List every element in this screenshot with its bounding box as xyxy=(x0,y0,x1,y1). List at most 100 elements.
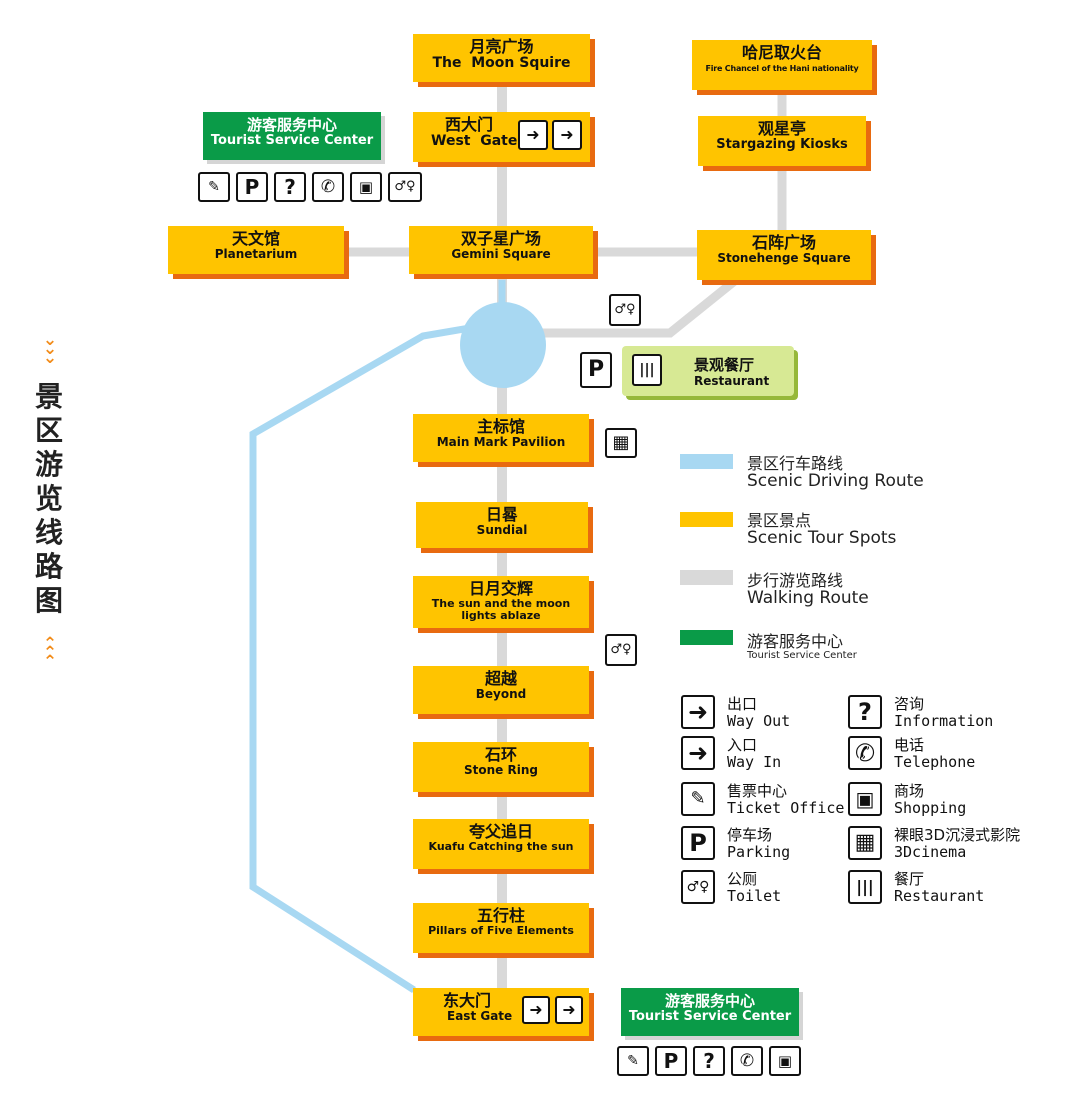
legend-icon-label-en: Information xyxy=(894,712,994,730)
exit-icon: ➜ xyxy=(522,996,550,1024)
legend-label-en: Scenic Tour Spots xyxy=(747,528,897,548)
legend-icon-label-cn: 入口 xyxy=(727,736,758,754)
spot-kuafu[interactable]: 夸父追日 Kuafu Catching the sun xyxy=(413,819,589,869)
chevron-up-icon: ⌃⌃⌃ xyxy=(42,634,58,672)
legend-icon-label-cn: 出口 xyxy=(727,695,758,713)
spot-name-cn: 夸父追日 xyxy=(468,822,533,841)
service-name-cn: 游客服务中心 xyxy=(246,116,337,134)
legend-icon-label-cn: 售票中心 xyxy=(727,782,788,800)
legend-icon-label-en: Telephone xyxy=(894,753,976,771)
legend-icon-label-en: Shopping xyxy=(894,799,967,817)
spot-name-en: Fire Chancel of the Hani nationality xyxy=(705,63,859,73)
legend-icon-label-en: Ticket Office xyxy=(727,799,845,817)
legend-icon-label-en: Toilet xyxy=(727,887,782,905)
legend-icon-label-cn: 公厕 xyxy=(727,870,758,888)
toilet-icon: ♂♀ xyxy=(609,294,641,326)
spot-sundial[interactable]: 日晷 Sundial xyxy=(416,502,588,548)
legend-label-cn: 步行游览路线 xyxy=(747,571,844,590)
spot-name-en: Beyond xyxy=(475,686,527,701)
service-name-en: Tourist Service Center xyxy=(210,133,374,149)
legend-icon-label-cn: 咨询 xyxy=(894,695,925,713)
legend-swatch-driving xyxy=(680,454,733,469)
spot-name-en: Pillars of Five Elements xyxy=(428,923,574,937)
tourist-service-center-top[interactable]: 游客服务中心 Tourist Service Center xyxy=(203,112,381,160)
tourist-service-center-bottom[interactable]: 游客服务中心 Tourist Service Center xyxy=(621,988,799,1036)
toilet-icon: ♂♀ xyxy=(681,870,715,904)
legend-label-cn: 游客服务中心 xyxy=(747,632,844,651)
toilet-icon: ♂♀ xyxy=(388,172,422,202)
ticket-icon: ✎ xyxy=(617,1046,649,1076)
entrance-icon: ➜ xyxy=(555,996,583,1024)
spot-stonehenge-square[interactable]: 石阵广场 Stonehenge Square xyxy=(697,230,871,280)
spot-name-en: Stargazing Kiosks xyxy=(716,136,848,152)
legend-label-cn: 景区景点 xyxy=(747,511,812,530)
spot-sun-and-moon[interactable]: 日月交辉 The sun and the moon lights ablaze xyxy=(413,576,589,628)
spot-name-cn: 石环 xyxy=(484,745,517,764)
spot-name-en: Planetarium xyxy=(214,246,298,261)
spot-name-cn: 天文馆 xyxy=(231,229,280,248)
spot-name-cn: 观星亭 xyxy=(757,119,806,138)
spot-name-en: Gemini Square xyxy=(451,246,551,261)
spot-name-en: Sundial xyxy=(476,522,528,537)
spot-planetarium[interactable]: 天文馆 Planetarium xyxy=(168,226,344,274)
service-name-en: Tourist Service Center xyxy=(628,1009,792,1025)
cinema-icon: ▦ xyxy=(848,826,882,860)
information-icon: ? xyxy=(693,1046,725,1076)
spot-name-cn: 东大门 xyxy=(443,991,492,1010)
spot-name-en: Kuafu Catching the sun xyxy=(428,839,574,853)
restaurant-name-en: Restaurant xyxy=(694,374,770,388)
restaurant-icon: ||| xyxy=(632,354,662,386)
spot-name-cn: 哈尼取火台 xyxy=(741,43,822,62)
telephone-icon: ✆ xyxy=(848,736,882,770)
information-icon: ? xyxy=(274,172,306,202)
legend-label-en: Walking Route xyxy=(747,588,869,608)
spot-stargazing[interactable]: 观星亭 Stargazing Kiosks xyxy=(698,116,866,166)
legend-icon-label-en: 3Dcinema xyxy=(894,843,967,861)
map-title: 景 区 游 览 线 路 图 xyxy=(34,380,64,618)
toilet-icon: ♂♀ xyxy=(605,634,637,666)
shopping-icon: ▣ xyxy=(769,1046,801,1076)
legend-icon-label-cn: 停车场 xyxy=(727,826,773,844)
spot-moon-square[interactable]: 月亮广场 The Moon Squire xyxy=(413,34,590,82)
spot-name-cn: 双子星广场 xyxy=(460,229,541,248)
map-title-char: 图 xyxy=(34,584,63,617)
spot-gemini-square[interactable]: 双子星广场 Gemini Square xyxy=(409,226,593,274)
spot-main-mark-pavilion[interactable]: 主标馆 Main Mark Pavilion xyxy=(413,414,589,462)
spot-name-cn: 月亮广场 xyxy=(469,37,534,56)
spot-five-pillars[interactable]: 五行柱 Pillars of Five Elements xyxy=(413,903,589,953)
map-title-char: 览 xyxy=(34,482,63,515)
driving-route-hub xyxy=(460,302,546,388)
legend-icon-label-en: Way Out xyxy=(727,712,791,730)
legend-icon-label-cn: 餐厅 xyxy=(894,870,925,888)
restaurant-name-cn: 景观餐厅 xyxy=(694,356,755,374)
spot-name-en: The sun and the moon lights ablaze xyxy=(431,596,571,623)
ticket-icon: ✎ xyxy=(198,172,230,202)
driving-route xyxy=(249,280,506,993)
spot-name-en: Stone Ring xyxy=(464,762,538,777)
entrance-icon: ➜ xyxy=(681,736,715,770)
service-name-cn: 游客服务中心 xyxy=(664,992,755,1010)
spot-name-cn: 五行柱 xyxy=(476,906,525,925)
ticket-icon: ✎ xyxy=(681,782,715,816)
legend-icon-label-en: Restaurant xyxy=(894,887,985,905)
spot-name-en: The Moon Squire xyxy=(432,54,571,71)
parking-icon: P xyxy=(580,352,612,388)
exit-icon: ➜ xyxy=(518,120,548,150)
telephone-icon: ✆ xyxy=(731,1046,763,1076)
entrance-icon: ➜ xyxy=(552,120,582,150)
map-title-char: 景 xyxy=(34,380,63,413)
restaurant-box[interactable]: ||| 景观餐厅 Restaurant xyxy=(622,346,794,396)
spot-name-en: East Gate xyxy=(447,1008,513,1023)
legend-icon-label-en: Parking xyxy=(727,843,791,861)
spot-beyond[interactable]: 超越 Beyond xyxy=(413,666,589,714)
spot-hani-fire[interactable]: 哈尼取火台 Fire Chancel of the Hani nationali… xyxy=(692,40,872,90)
spot-stone-ring[interactable]: 石环 Stone Ring xyxy=(413,742,589,792)
legend-label-cn: 景区行车路线 xyxy=(747,454,844,473)
chevron-down-icon: ⌄⌄⌄ xyxy=(42,330,58,368)
legend-icon-label-en: Way In xyxy=(727,753,782,771)
exit-icon: ➜ xyxy=(681,695,715,729)
parking-icon: P xyxy=(236,172,268,202)
parking-icon: P xyxy=(655,1046,687,1076)
walking-route-restaurant xyxy=(540,271,745,338)
map-title-char: 区 xyxy=(34,414,63,447)
